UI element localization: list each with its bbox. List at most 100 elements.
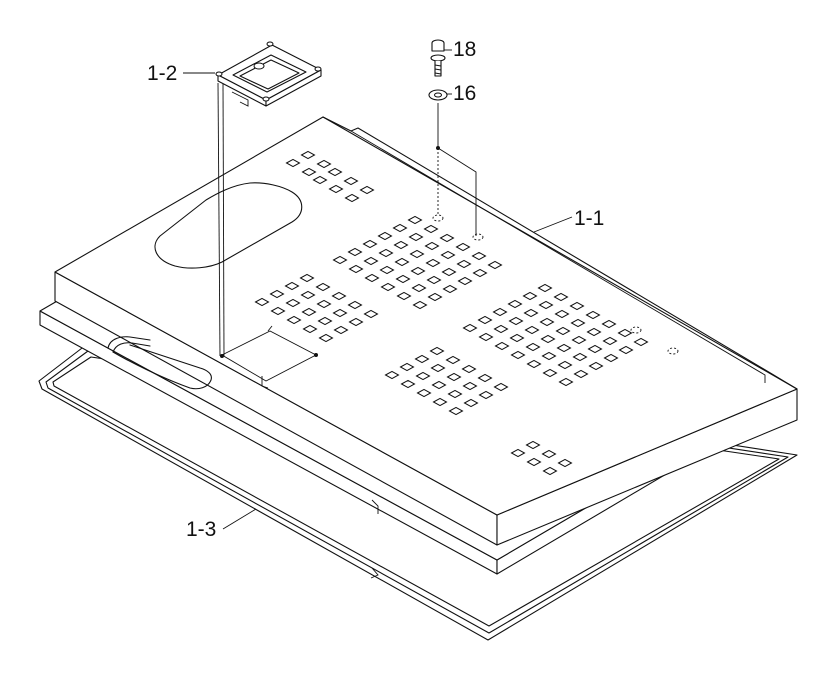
vent-hole [510,448,526,458]
vent-hole [327,167,343,177]
vent-hole [538,300,554,310]
vent-hole [462,323,478,333]
vent-hole [331,291,347,301]
vent-hole [445,355,461,365]
vent-hole [439,233,455,243]
vent-hole [328,184,344,194]
vent-hole [301,167,317,177]
vent-hole [494,341,510,351]
vent-hole [343,176,359,186]
vent-hole [456,259,472,269]
vent-hole [541,351,557,361]
vent-hole [492,307,508,317]
vent-hole [542,368,558,378]
vent-hole [347,300,363,310]
vent-hole [478,332,494,342]
vent-hole [448,406,464,416]
vent-hole [572,352,588,362]
vent-hole [412,300,428,310]
vent-hole [478,390,494,400]
vent-hole [633,337,649,347]
vent-hole [522,291,538,301]
projection-lines [183,49,679,530]
vent-hole [601,319,617,329]
vent-hole [573,369,589,379]
vent-hole [399,362,415,372]
vent-hole [409,249,425,259]
vent-hole [425,258,441,268]
vent-hole [427,292,443,302]
vent-hole [493,382,509,392]
tube-fitting [107,336,151,349]
vent-hole [315,282,331,292]
vent-hole [348,317,364,327]
vent-hole [317,316,333,326]
label-part-gasket: 1-3 [186,518,217,541]
vent-hole [554,309,570,319]
vent-hole [537,283,553,293]
vent-hole [463,398,479,408]
gasket-part [38,344,798,641]
vent-hole [617,328,633,338]
vent-hole [429,346,445,356]
vent-hole [525,440,541,450]
label-part-bolt: 18 [453,38,477,61]
vent-hole [455,242,471,252]
vent-hole [285,158,301,168]
vent-hole [316,159,332,169]
vent-hole [270,306,286,316]
handle-slot [154,182,303,269]
vent-hole [618,345,634,355]
vent-hole [299,273,315,283]
washer-part [428,89,448,101]
vent-hole [447,389,463,399]
vent-hole [301,307,317,317]
vent-hole [441,267,457,277]
vent-hole [477,373,493,383]
vent-hole [507,299,523,309]
vent-hole [363,309,379,319]
vent-hole [540,334,556,344]
vent-hole [587,344,603,354]
bolt-part [430,39,446,77]
vent-hole [477,315,493,325]
vent-hole [446,372,462,382]
vent-hole [332,308,348,318]
vent-hole [363,256,379,266]
vent-grid [254,150,649,476]
vent-hole [442,284,458,294]
vent-hole [269,289,285,299]
vent-hole [553,292,569,302]
vent-hole [602,336,618,346]
vent-hole [509,333,525,343]
vent-hole [393,240,409,250]
vent-hole [394,257,410,267]
vent-hole [359,185,375,195]
vent-hole [344,193,360,203]
vent-hole [416,388,432,398]
vent-hole [333,325,349,335]
vent-hole [588,361,604,371]
vent-hole [570,318,586,328]
vent-hole [300,150,316,160]
vent-hole [415,371,431,381]
vent-hole [461,364,477,374]
vent-hole [431,380,447,390]
vent-hole [348,264,364,274]
vent-hole [526,457,542,467]
vent-hole [396,291,412,301]
vent-hole [407,215,423,225]
vent-hole [555,326,571,336]
vent-hole [318,333,334,343]
cover-part [54,116,798,546]
vent-hole [462,381,478,391]
vent-hole [380,282,396,292]
label-part-bracket: 1-2 [147,62,178,85]
vent-hole [586,327,602,337]
label-part-cover: 1-1 [574,207,605,230]
vent-hole [378,248,394,258]
vent-hole [384,370,400,380]
vent-hole [424,241,440,251]
vent-hole [524,325,540,335]
